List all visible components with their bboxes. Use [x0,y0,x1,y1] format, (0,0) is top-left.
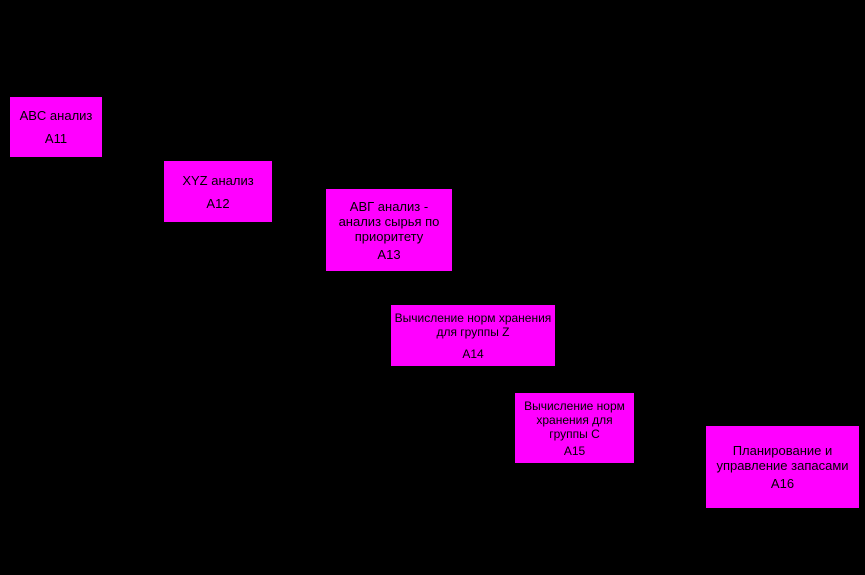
block-code: A15 [563,443,586,458]
block-title: Планирование и управление запасами [716,443,849,473]
block-a16[interactable]: Планирование и управление запасами A16 [705,425,860,509]
block-code: A11 [44,131,68,146]
block-a15[interactable]: Вычисление норм хранения для группы C A1… [514,392,635,464]
block-code: A16 [770,476,795,491]
block-title: Вычисление норм хранения для группы C [524,398,625,441]
block-a11[interactable]: ABC анализ A11 [9,96,103,158]
block-code: A14 [462,346,484,361]
block-a14[interactable]: Вычисление норм хранения для группы Z A1… [390,304,556,367]
block-title: XYZ анализ [182,172,254,188]
block-title: ABГ анализ - анализ сырья по приоритету [338,198,440,244]
block-a13[interactable]: ABГ анализ - анализ сырья по приоритету … [325,188,453,272]
block-title: ABC анализ [19,108,93,123]
block-code: A13 [377,246,401,262]
block-a12[interactable]: XYZ анализ A12 [163,160,273,223]
block-code: A12 [206,195,230,211]
block-title: Вычисление норм хранения для группы Z [394,310,552,339]
